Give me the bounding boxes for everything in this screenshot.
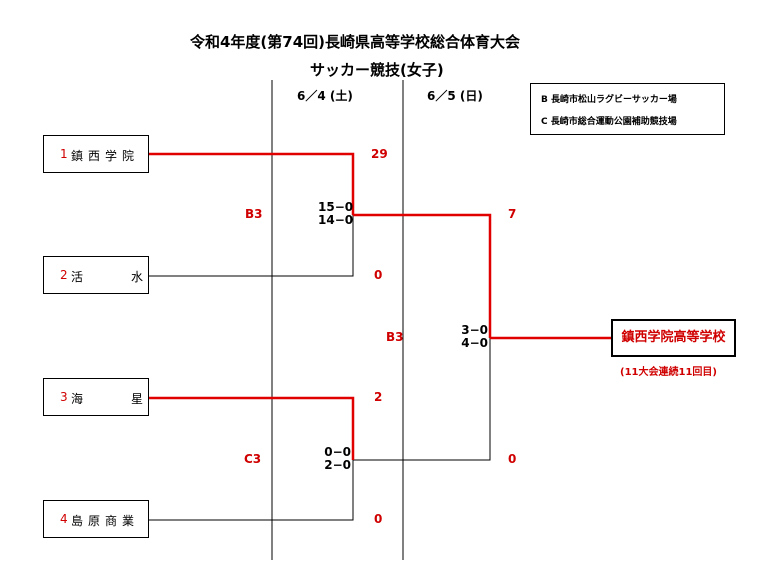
team-number: 2 [60, 268, 68, 282]
match2-result-line1: 0−0 [324, 445, 351, 459]
team-box-1: 1 鎮西学院 [43, 135, 149, 173]
venue-legend: B 長崎市松山ラグビーサッカー場 C 長崎市総合運動公園補助競技場 [530, 83, 725, 135]
final-result: 3−0 4−0 [454, 324, 488, 350]
venue-b: B 長崎市松山ラグビーサッカー場 [541, 95, 677, 105]
team-name: 海星 [71, 392, 143, 406]
team-box-4: 4 島原商業 [43, 500, 149, 538]
team-name: 鎮西学院 [71, 149, 140, 163]
match2-score-bottom: 0 [374, 512, 383, 526]
winner-box: 鎮西学院高等学校 [611, 319, 736, 357]
final-venue-code: B3 [386, 330, 404, 344]
team-number: 1 [60, 147, 68, 161]
match1-result: 15−0 14−0 [318, 200, 354, 227]
match1-result-line1: 15−0 [318, 200, 354, 214]
team-number: 4 [60, 512, 68, 526]
line-team2 [149, 215, 354, 277]
final-result-line1: 3−0 [461, 323, 488, 337]
page-title: 令和4年度(第74回)長崎県高等学校総合体育大会 [190, 33, 521, 51]
line-team1-win [149, 152, 355, 215]
team-box-2: 2 活水 [43, 256, 149, 294]
match2-score-top: 2 [374, 390, 383, 404]
team-number: 3 [60, 390, 68, 404]
line-team4 [149, 460, 354, 521]
team-name: 島原商業 [71, 514, 140, 528]
venue-c: C 長崎市総合運動公園補助競技場 [541, 117, 677, 127]
final-score-bottom: 0 [508, 452, 517, 466]
match1-venue-code: B3 [245, 207, 263, 221]
winner-note: (11大会連続11回目) [620, 367, 717, 378]
team-name: 活水 [71, 270, 143, 284]
match2-result: 0−0 2−0 [318, 446, 351, 472]
match2-result-line2: 2−0 [324, 458, 351, 472]
line-semifinal1-win [353, 213, 492, 338]
match2-venue-code: C3 [244, 452, 262, 466]
line-semifinal2 [353, 338, 491, 461]
date-header-day2: 6／5 (日) [427, 89, 483, 103]
match1-score-bottom: 0 [374, 268, 383, 282]
page-subtitle: サッカー競技(女子) [310, 61, 444, 79]
match1-result-line2: 14−0 [318, 213, 354, 227]
date-header-day1: 6／4 (土) [297, 89, 353, 103]
match1-score-top: 29 [371, 147, 388, 161]
final-result-line2: 4−0 [461, 336, 488, 350]
final-score-top: 7 [508, 207, 517, 221]
team-box-3: 3 海星 [43, 378, 149, 416]
line-team3-win [149, 396, 355, 460]
